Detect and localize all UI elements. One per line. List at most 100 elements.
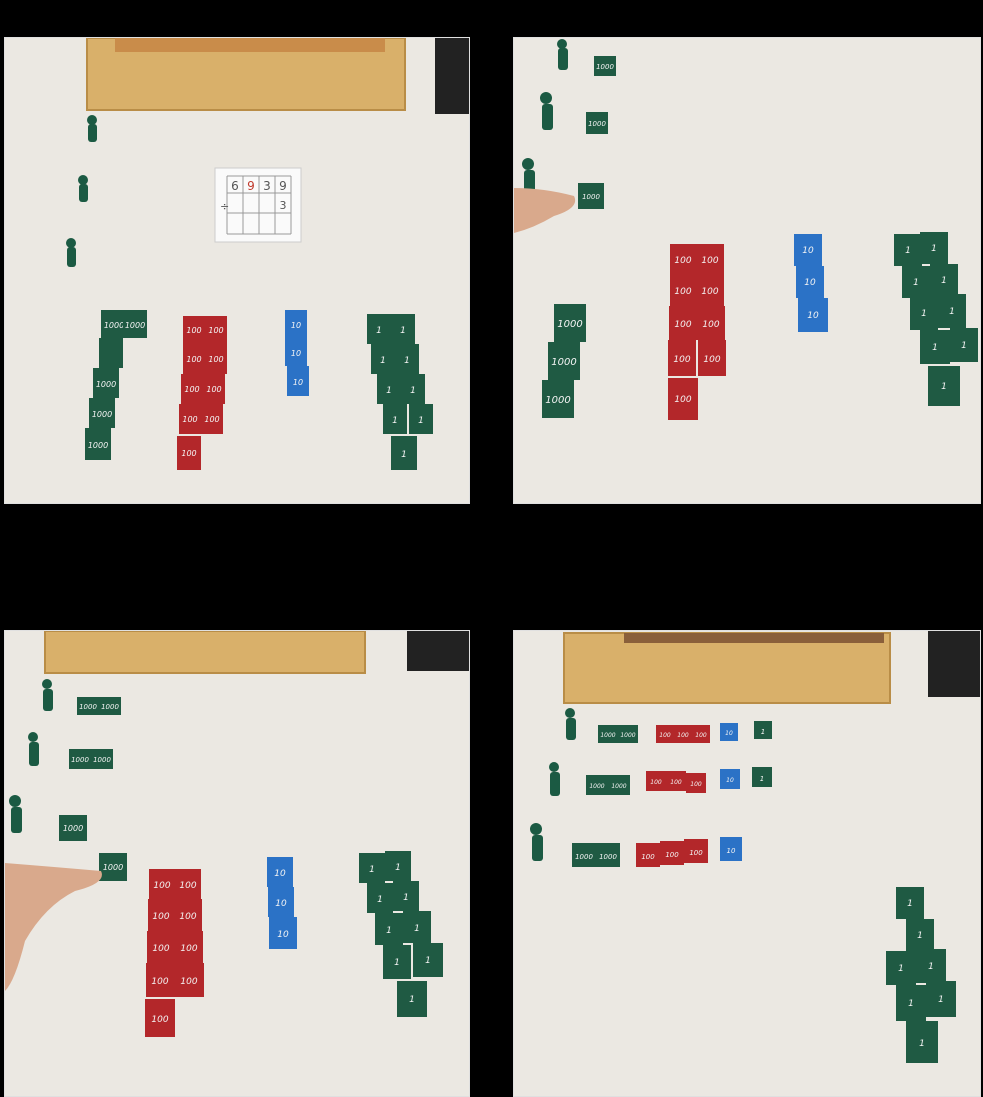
svg-text:10: 10 bbox=[274, 869, 286, 879]
svg-text:10: 10 bbox=[802, 246, 814, 256]
photo-top-right: 1000 1000 1000 1000 1000 1000 100 100 10… bbox=[513, 37, 981, 504]
svg-text:1: 1 bbox=[898, 964, 904, 974]
svg-text:1: 1 bbox=[369, 865, 375, 875]
svg-text:1000: 1000 bbox=[575, 853, 593, 861]
svg-text:1: 1 bbox=[376, 326, 382, 336]
placed-thousand-tiles: 1000 1000 1000 1000 1000 1000 bbox=[59, 697, 127, 881]
svg-text:100: 100 bbox=[690, 781, 702, 788]
hand bbox=[5, 863, 102, 991]
svg-text:100: 100 bbox=[674, 320, 691, 330]
row-1-tiles: 1000 1000 100 100 100 10 1 bbox=[598, 721, 772, 743]
svg-text:10: 10 bbox=[804, 278, 816, 288]
svg-text:1000: 1000 bbox=[600, 732, 615, 739]
svg-text:1000: 1000 bbox=[63, 824, 83, 833]
svg-text:1: 1 bbox=[425, 956, 431, 966]
svg-text:100: 100 bbox=[208, 355, 223, 364]
svg-text:1: 1 bbox=[932, 343, 938, 353]
svg-text:1000: 1000 bbox=[557, 319, 582, 330]
svg-text:1000: 1000 bbox=[71, 756, 89, 764]
svg-text:100: 100 bbox=[702, 320, 719, 330]
svg-text:100: 100 bbox=[206, 385, 221, 394]
svg-text:100: 100 bbox=[186, 355, 201, 364]
ten-tiles: 10 10 10 bbox=[794, 234, 828, 332]
svg-text:1: 1 bbox=[414, 924, 420, 934]
photo-bottom-right: 1000 1000 100 100 100 10 1 1000 1000 100… bbox=[513, 630, 981, 1097]
ten-tiles: 10 10 10 bbox=[267, 857, 297, 949]
unit-tiles: 1 1 1 1 1 1 1 bbox=[886, 887, 956, 1063]
svg-text:1: 1 bbox=[917, 931, 923, 941]
svg-text:10: 10 bbox=[291, 349, 301, 358]
svg-text:100: 100 bbox=[186, 326, 201, 335]
svg-text:1: 1 bbox=[380, 356, 386, 366]
svg-text:1000: 1000 bbox=[589, 783, 604, 790]
paper-digit-1: 6 bbox=[231, 179, 239, 193]
hundred-tiles: 100 100 100 100 100 100 100 100 100 bbox=[145, 869, 204, 1037]
photo-top-left: 6 9 3 9 ÷ 3 1000 1000 1000 1000 1000 100… bbox=[4, 37, 470, 504]
svg-text:100: 100 bbox=[152, 912, 169, 922]
svg-text:1000: 1000 bbox=[599, 853, 617, 861]
svg-text:1: 1 bbox=[907, 899, 913, 909]
hundred-tiles: 100 100 100 100 100 100 100 100 100 bbox=[177, 316, 227, 470]
svg-text:1: 1 bbox=[908, 999, 914, 1009]
svg-text:1000: 1000 bbox=[588, 120, 606, 128]
svg-text:1: 1 bbox=[401, 450, 407, 460]
svg-text:1: 1 bbox=[377, 895, 383, 905]
svg-text:1000: 1000 bbox=[96, 380, 116, 389]
svg-text:1000: 1000 bbox=[93, 756, 111, 764]
hundred-tiles: 100 100 100 100 100 100 100 100 100 bbox=[668, 244, 726, 420]
svg-text:100: 100 bbox=[641, 853, 655, 861]
svg-text:100: 100 bbox=[153, 881, 170, 891]
svg-text:1000: 1000 bbox=[92, 410, 112, 419]
paper-digit-2: 9 bbox=[247, 179, 255, 193]
row-3-tiles: 1000 1000 100 100 100 10 bbox=[572, 837, 742, 867]
svg-text:1: 1 bbox=[386, 926, 392, 936]
svg-text:100: 100 bbox=[673, 355, 690, 365]
svg-text:1: 1 bbox=[404, 356, 410, 366]
thousand-tiles: 1000 1000 1000 1000 1000 bbox=[85, 310, 147, 460]
svg-text:1: 1 bbox=[410, 386, 416, 396]
unit-tiles: 1 1 1 1 1 1 1 1 1 bbox=[359, 851, 443, 1017]
svg-text:1000: 1000 bbox=[104, 321, 124, 330]
svg-text:100: 100 bbox=[204, 415, 219, 424]
svg-text:1: 1 bbox=[418, 416, 424, 426]
stamp-box-compartments bbox=[624, 633, 884, 643]
svg-text:1: 1 bbox=[392, 416, 398, 426]
svg-text:1000: 1000 bbox=[101, 703, 119, 711]
svg-text:1: 1 bbox=[760, 775, 764, 783]
svg-text:10: 10 bbox=[726, 777, 734, 784]
svg-text:1: 1 bbox=[409, 995, 415, 1005]
svg-text:1000: 1000 bbox=[79, 703, 97, 711]
svg-text:10: 10 bbox=[725, 730, 733, 737]
svg-text:100: 100 bbox=[689, 849, 703, 857]
svg-text:100: 100 bbox=[701, 256, 718, 266]
svg-text:1000: 1000 bbox=[596, 63, 614, 71]
svg-text:100: 100 bbox=[179, 881, 196, 891]
svg-text:1000: 1000 bbox=[551, 357, 576, 368]
svg-text:1: 1 bbox=[941, 382, 947, 392]
svg-text:10: 10 bbox=[275, 899, 287, 909]
svg-text:1: 1 bbox=[913, 278, 919, 288]
svg-text:100: 100 bbox=[674, 287, 691, 297]
thousand-tiles: 1000 1000 1000 bbox=[542, 304, 586, 418]
svg-text:1: 1 bbox=[394, 958, 400, 968]
row-2-tiles: 1000 1000 100 100 100 10 1 bbox=[586, 767, 772, 795]
unit-tiles: 1 1 1 1 1 1 1 1 1 bbox=[894, 232, 978, 406]
svg-text:1: 1 bbox=[961, 341, 967, 351]
paper-divisor: 3 bbox=[280, 199, 287, 212]
svg-text:1000: 1000 bbox=[620, 732, 635, 739]
svg-text:1: 1 bbox=[395, 863, 401, 873]
svg-text:1: 1 bbox=[403, 893, 409, 903]
svg-text:1: 1 bbox=[905, 246, 911, 256]
svg-text:100: 100 bbox=[184, 385, 199, 394]
svg-text:100: 100 bbox=[180, 977, 197, 987]
svg-text:1000: 1000 bbox=[611, 783, 626, 790]
stamp-box-compartments bbox=[115, 38, 385, 52]
svg-text:100: 100 bbox=[180, 944, 197, 954]
paper-digit-4: 9 bbox=[279, 179, 287, 193]
svg-text:100: 100 bbox=[665, 851, 679, 859]
svg-text:100: 100 bbox=[659, 732, 671, 739]
paper-digit-3: 3 bbox=[263, 179, 271, 193]
svg-text:1: 1 bbox=[928, 962, 934, 972]
svg-text:100: 100 bbox=[151, 977, 168, 987]
svg-text:1: 1 bbox=[919, 1039, 925, 1049]
